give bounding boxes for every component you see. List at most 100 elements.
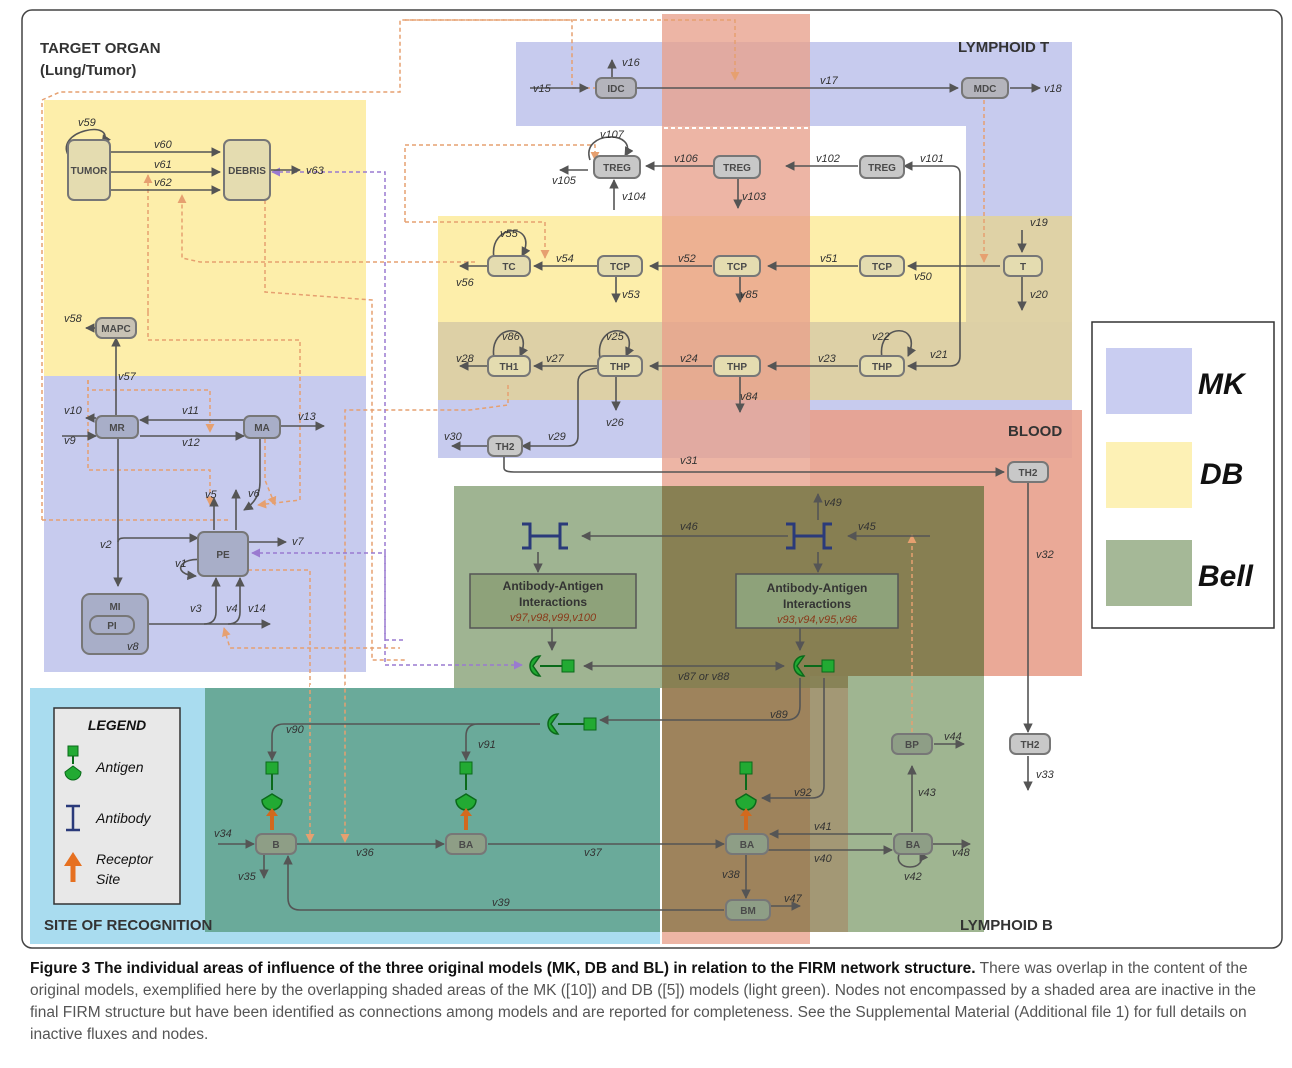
flux-label: v11: [182, 405, 199, 417]
node-tumor: TUMOR: [67, 139, 111, 201]
dashed-link: [87, 380, 215, 433]
edge: [492, 229, 531, 259]
dashed-link: [340, 385, 509, 843]
edge: [227, 577, 245, 625]
node-thp-left: THP: [597, 355, 643, 377]
node-label: TH2: [496, 442, 515, 453]
flux-label: v92: [794, 787, 812, 799]
node-label: T: [1020, 262, 1026, 273]
node-ma: MA: [243, 415, 281, 439]
flux-label: v85: [740, 289, 759, 301]
flux-label: v41: [814, 821, 832, 833]
edge: [903, 161, 961, 266]
node-tc: TC: [487, 255, 531, 277]
node-ba-left: BA: [445, 833, 487, 855]
node-treg-left: TREG: [593, 155, 641, 179]
flux-label: v44: [944, 731, 962, 743]
zone-site-of-recognition: SITE OF RECOGNITION: [44, 917, 212, 934]
legend-site: Site: [96, 871, 120, 887]
flux-label: v62: [154, 177, 172, 189]
flux-label: v32: [1036, 549, 1054, 561]
node-label: MI: [109, 602, 120, 613]
flux-label: v29: [548, 431, 566, 443]
dashed-link: [222, 627, 400, 649]
flux-label: v106: [674, 153, 699, 165]
solid-edges: [62, 59, 1041, 911]
flux-label: v49: [824, 497, 842, 509]
flux-label: v105: [552, 175, 577, 187]
node-label: THP: [727, 362, 747, 373]
flux-label: v35: [238, 871, 257, 883]
flux-label: v86: [502, 331, 521, 343]
node-label: TH1: [500, 362, 519, 373]
legend-label-mk: MK: [1198, 368, 1247, 401]
node-t: T: [1003, 255, 1043, 277]
flux-label: v48: [952, 847, 971, 859]
flux-label: v28: [456, 353, 475, 365]
flux-label: v15: [533, 83, 552, 95]
flux-label: v13: [298, 411, 317, 423]
node-idc: IDC: [595, 77, 637, 99]
flux-label: v46: [680, 521, 699, 533]
edge: [521, 367, 599, 451]
flux-label: v57: [118, 371, 137, 383]
node-label: TH2: [1021, 740, 1040, 751]
firm-network-diagram: TARGET ORGAN (Lung/Tumor) LYMPHOID T BLO…: [21, 9, 1283, 949]
model-legend: MK DB Bell: [1091, 321, 1275, 629]
node-label: DEBRIS: [228, 166, 266, 177]
edge: [599, 678, 801, 725]
flux-label: v87 or v88: [678, 671, 730, 683]
caption-body: There was overlap in the content of the …: [30, 960, 1257, 1043]
receptor-icon: [64, 852, 82, 882]
node-label: IDC: [607, 84, 624, 95]
flux-label: v2: [100, 539, 112, 551]
flux-label: v21: [930, 349, 948, 361]
node-th2-left: TH2: [487, 435, 523, 457]
flux-label: v7: [292, 536, 305, 548]
edge: [588, 136, 634, 161]
dashed-link: [87, 380, 215, 506]
node-treg-right: TREG: [859, 155, 905, 179]
flux-label: v58: [64, 313, 83, 325]
flux-label: v33: [1036, 769, 1055, 781]
node-th2-blood: TH2: [1007, 461, 1049, 483]
edge: [203, 577, 221, 625]
antigen-icon: [529, 655, 575, 677]
node-label: BM: [740, 906, 756, 917]
node-label: MDC: [974, 84, 997, 95]
flux-label: v43: [918, 787, 937, 799]
flux-label: v27: [546, 353, 565, 365]
flux-label: v23: [818, 353, 837, 365]
flux-label: v37: [584, 847, 603, 859]
legend-title: LEGEND: [88, 717, 146, 733]
antigen-icon: [793, 655, 835, 677]
node-label: PI: [107, 621, 117, 632]
zone-target-organ: TARGET ORGAN: [40, 40, 161, 57]
node-th2-b: TH2: [1009, 733, 1051, 755]
legend-swatch-mk: [1106, 348, 1192, 414]
node-label: BA: [740, 840, 754, 851]
legend-label-db: DB: [1200, 458, 1243, 491]
flux-label: v20: [1030, 289, 1049, 301]
node-bm: BM: [725, 899, 771, 921]
node-label: TCP: [727, 262, 747, 273]
node-debris: DEBRIS: [223, 139, 271, 201]
aai-flux: v97,v98,v99,v100: [510, 612, 597, 624]
node-pe: PE: [197, 531, 249, 577]
flux-label: v3: [190, 603, 203, 615]
flux-labels: v1 v2 v3 v4 v5 v6 v7 v8 v10 v9 v11 v12 v…: [64, 57, 1063, 909]
edge: [897, 851, 929, 868]
node-th1: TH1: [487, 355, 531, 377]
flux-label: v5: [205, 489, 218, 501]
flux-label: v17: [820, 75, 839, 87]
figure-caption: Figure 3 The individual areas of influen…: [30, 958, 1270, 1046]
node-treg-mid: TREG: [713, 155, 761, 179]
flux-label: v26: [606, 417, 625, 429]
edge: [117, 533, 199, 543]
flux-label: v24: [680, 353, 698, 365]
flux-label: v91: [478, 739, 496, 751]
flux-label: v102: [816, 153, 840, 165]
flux-label: v40: [814, 853, 833, 865]
node-bp: BP: [891, 733, 933, 755]
aai-flux: v93,v94,v95,v96: [777, 614, 858, 626]
